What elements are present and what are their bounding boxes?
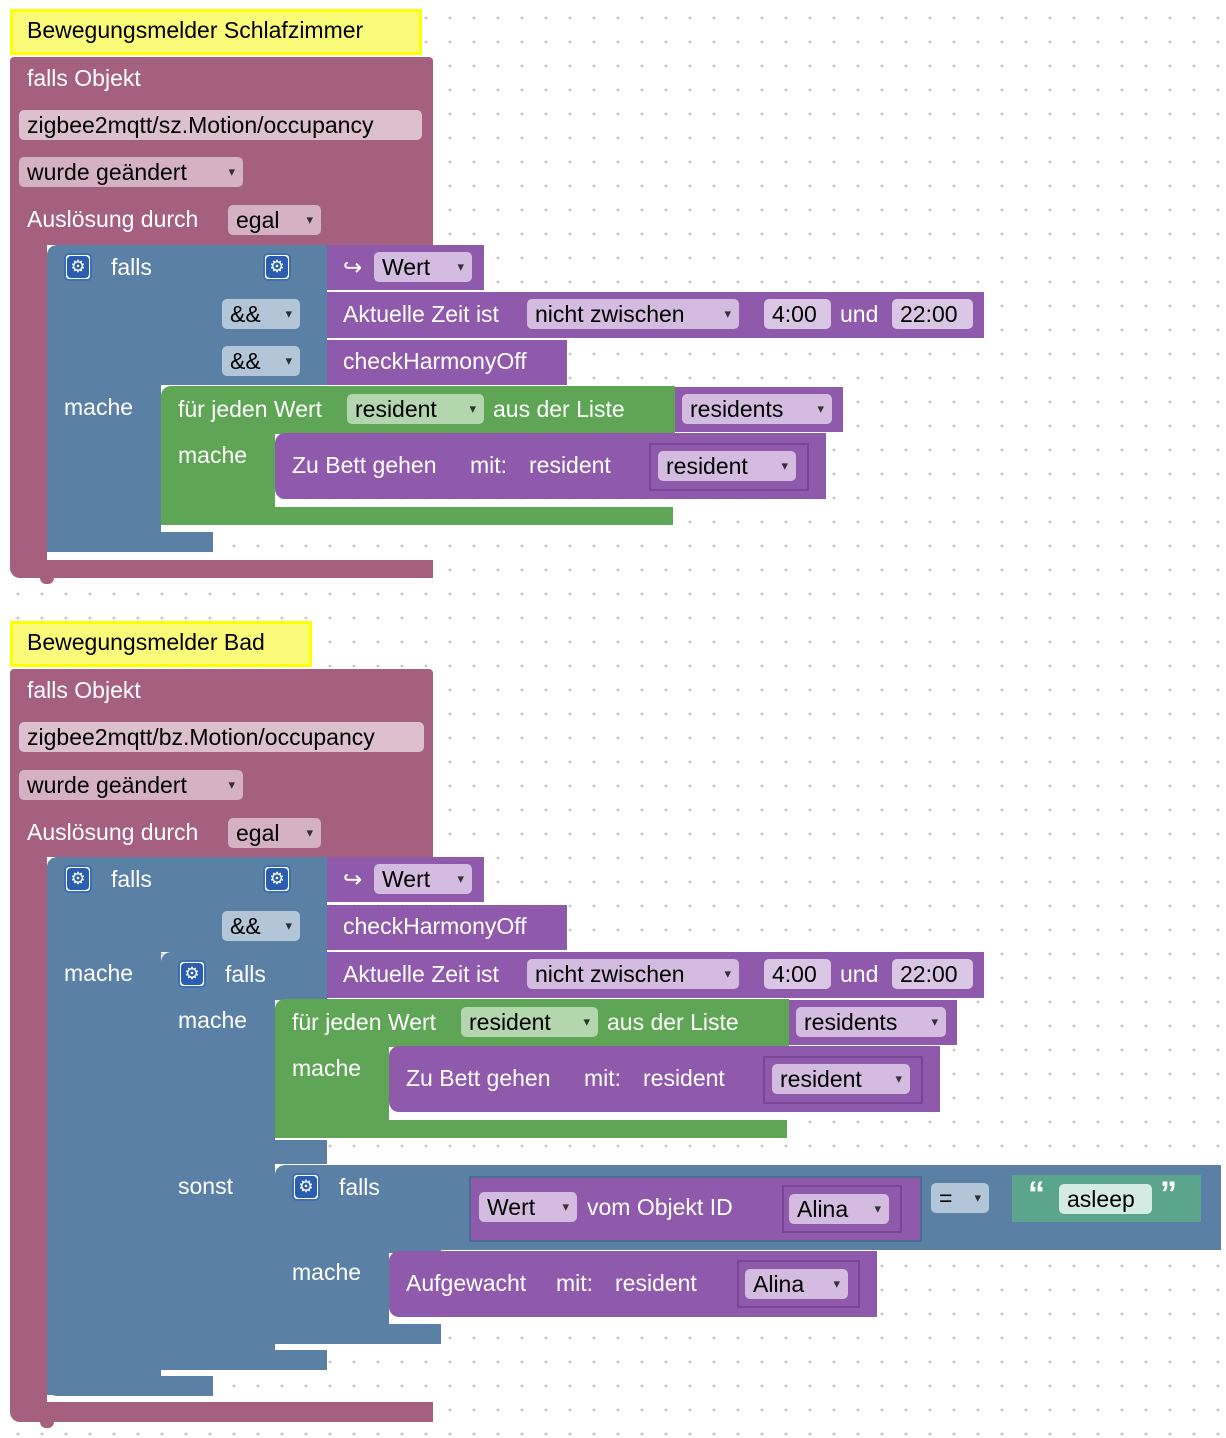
and-dropdown-1[interactable]: && [222, 299, 300, 329]
mutator-gear-icon[interactable]: ⚙ [64, 865, 92, 893]
foreach-block-footer [161, 507, 673, 525]
trigger-block-header[interactable] [10, 57, 433, 245]
foreach-label: für jeden Wert [292, 1009, 437, 1035]
state-from-label: vom Objekt ID [587, 1194, 733, 1220]
trigger-by-label: Auslösung durch [27, 206, 199, 232]
foreach-variable-dropdown[interactable]: resident [461, 1007, 598, 1037]
trigger-label: falls Objekt [27, 65, 141, 91]
object-id-field[interactable]: zigbee2mqtt/sz.Motion/occupancy [19, 110, 422, 140]
foreach-do-label: mache [292, 1055, 362, 1081]
trigger-block-footer [10, 560, 433, 578]
trigger-by-label: Auslösung durch [27, 819, 199, 845]
object-variable-dropdown[interactable]: Alina [789, 1194, 889, 1224]
state-value-dropdown[interactable]: Wert [479, 1192, 577, 1222]
procedure-name: Aufgewacht [406, 1270, 527, 1296]
if-block-footer [47, 532, 213, 552]
compare-operator-dropdown[interactable]: = [931, 1183, 989, 1213]
time-and-label: und [840, 961, 879, 987]
trigger-by-dropdown[interactable]: egal [228, 818, 321, 848]
changed-dropdown[interactable]: wurde geändert [19, 770, 243, 800]
procedure-with-label: mit: [470, 452, 508, 478]
procedure-name: Zu Bett gehen [292, 452, 437, 478]
trigger-block-left-arm [10, 852, 47, 1422]
foreach-block-footer [275, 1120, 787, 1138]
if-label: falls [111, 254, 152, 280]
time-label: Aktuelle Zeit ist [343, 301, 499, 327]
check-function-label: checkHarmonyOff [343, 348, 527, 374]
inner-do-label: mache [178, 1007, 248, 1033]
if-block-footer [47, 1376, 213, 1396]
value-dropdown[interactable]: Wert [374, 252, 472, 282]
block-notch [40, 578, 54, 584]
if-block-left-arm [47, 945, 161, 1395]
else-if-label: falls [339, 1174, 380, 1200]
if-block-left-arm [47, 380, 161, 552]
trigger-block-header[interactable] [10, 669, 433, 857]
procedure-name: Zu Bett gehen [406, 1065, 551, 1091]
mutator-gear-icon[interactable]: ⚙ [263, 253, 291, 281]
check-function-block[interactable] [327, 340, 567, 385]
changed-dropdown[interactable]: wurde geändert [19, 157, 243, 187]
foreach-list-label: aus der Liste [493, 396, 625, 422]
trigger-block-footer [10, 1402, 433, 1422]
quote-open-icon: “ [1028, 1175, 1045, 1213]
trigger-block-left-arm [10, 240, 47, 578]
check-function-block[interactable] [327, 905, 567, 950]
inner-if-block-footer [161, 1350, 327, 1370]
and-dropdown-2[interactable]: && [222, 346, 300, 376]
value-arrow-icon: ↪ [343, 866, 363, 892]
inner-if-else-divider [161, 1140, 327, 1164]
time-label: Aktuelle Zeit ist [343, 961, 499, 987]
object-id-field[interactable]: zigbee2mqtt/bz.Motion/occupancy [19, 722, 424, 752]
do-label: mache [64, 960, 134, 986]
else-do-label: mache [292, 1259, 362, 1285]
inner-if-block-left-arm [161, 995, 275, 1370]
check-function-label: checkHarmonyOff [343, 913, 527, 939]
procedure-param-label: resident [529, 452, 611, 478]
argument-variable-dropdown[interactable]: resident [658, 451, 796, 481]
time-and-label: und [840, 301, 879, 327]
time-to-field[interactable]: 22:00 [892, 299, 973, 329]
value-arrow-icon: ↪ [343, 254, 363, 280]
procedure-param-label: resident [643, 1065, 725, 1091]
inner-if-label: falls [225, 961, 266, 987]
list-variable-dropdown[interactable]: residents [682, 394, 832, 424]
time-from-field[interactable]: 4:00 [764, 299, 831, 329]
if-label: falls [111, 866, 152, 892]
block-notch [40, 1422, 54, 1428]
value-dropdown[interactable]: Wert [374, 864, 472, 894]
procedure-param-label: resident [615, 1270, 697, 1296]
time-to-field[interactable]: 22:00 [892, 959, 973, 989]
mutator-gear-icon[interactable]: ⚙ [263, 865, 291, 893]
trigger-label: falls Objekt [27, 677, 141, 703]
comment-label[interactable]: Bewegungsmelder Schlafzimmer [10, 9, 422, 55]
foreach-variable-dropdown[interactable]: resident [347, 394, 484, 424]
procedure-with-label: mit: [556, 1270, 594, 1296]
time-operator-dropdown[interactable]: nicht zwischen [527, 959, 739, 989]
time-operator-dropdown[interactable]: nicht zwischen [527, 299, 739, 329]
quote-close-icon: ” [1160, 1175, 1177, 1213]
foreach-list-label: aus der Liste [607, 1009, 739, 1035]
mutator-gear-icon[interactable]: ⚙ [292, 1173, 320, 1201]
and-dropdown-1[interactable]: && [222, 911, 300, 941]
mutator-gear-icon[interactable]: ⚙ [178, 960, 206, 988]
argument-variable-dropdown[interactable]: resident [772, 1064, 910, 1094]
list-variable-dropdown[interactable]: residents [796, 1007, 946, 1037]
comment-label[interactable]: Bewegungsmelder Bad [10, 621, 312, 667]
else-if-block-footer [275, 1324, 441, 1344]
argument-variable-dropdown[interactable]: Alina [745, 1269, 848, 1299]
do-label: mache [64, 394, 134, 420]
time-from-field[interactable]: 4:00 [764, 959, 831, 989]
procedure-with-label: mit: [584, 1065, 622, 1091]
foreach-label: für jeden Wert [178, 396, 323, 422]
mutator-gear-icon[interactable]: ⚙ [64, 253, 92, 281]
trigger-by-dropdown[interactable]: egal [228, 205, 321, 235]
foreach-do-label: mache [178, 442, 248, 468]
else-label: sonst [178, 1173, 233, 1199]
string-value-field[interactable]: asleep [1059, 1184, 1152, 1214]
